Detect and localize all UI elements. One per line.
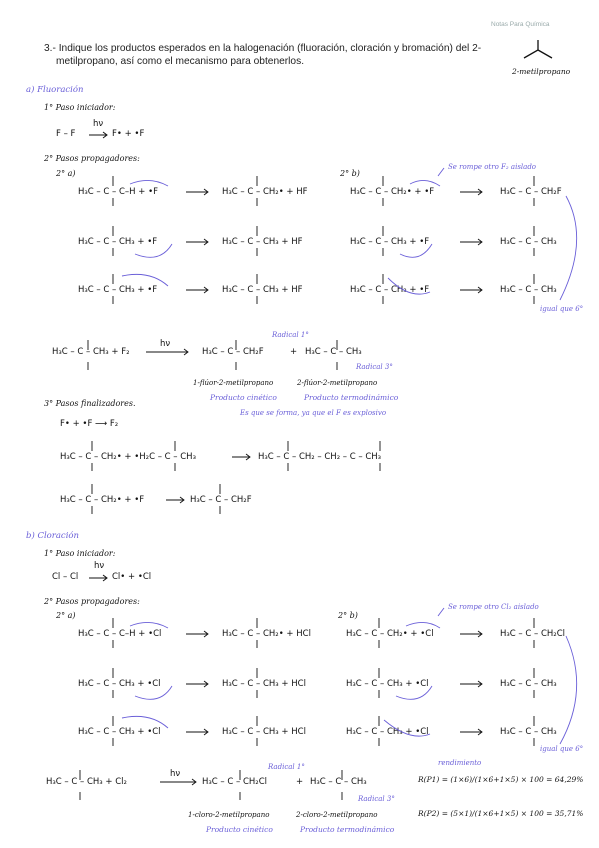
cloro-r1: R(P1) = (1×6)/(1×6+1×5) × 100 = 64,29%	[418, 775, 584, 784]
fluor-a-label: 2° a)	[56, 169, 76, 178]
cloro-rx-a2-left: H₃C – C – CH₃ + •Cl	[78, 679, 161, 689]
arrow-icon	[89, 131, 108, 139]
fluor-radical3: Radical 3°	[356, 363, 393, 371]
cloro-rx-b1-right: H₃C – C – CH₂Cl	[500, 629, 566, 639]
cloro-rx-b2-right: H₃C – C – CH₃	[500, 679, 557, 689]
cloro-rx-a3-left: H₃C – C – CH₃ + •Cl	[78, 727, 161, 737]
fluor-overall-p1: H₃C – C – CH₂F	[202, 347, 264, 357]
fluor-rx-a3-left: H₃C – C – CH₃ + •F	[78, 285, 158, 295]
cloro-radical1: Radical 1°	[268, 763, 305, 771]
fluor-rx-a3-right: H₃C – C – CH₃ + HF	[222, 285, 303, 295]
question-line-1: 3.- Indique los productos esperados en l…	[44, 43, 482, 54]
fluor-init-left: F – F	[56, 129, 76, 139]
cloro-rx-a2-right: H₃C – C – CH₃ + HCl	[222, 679, 306, 689]
cloro-r2: R(P2) = (5×1)/(1×6+1×5) × 100 = 35,71%	[418, 809, 584, 818]
question-line-2: metilpropano, así como el mecanismo para…	[56, 56, 305, 67]
cloro-rendimiento: rendimiento	[438, 759, 482, 767]
cloro-note-break: Se rompe otro Cl₂ aislado	[448, 603, 539, 611]
fluor-rx-b3-left: H₃C – C – CH₃ + •F	[350, 285, 430, 295]
cloro-b-label: 2° b)	[338, 611, 358, 620]
cloro-overall-hv: hν	[170, 769, 181, 779]
fluor-term1: F• + •F ⟶ F₂	[60, 419, 119, 429]
cloro-plus: +	[296, 777, 304, 787]
fluor-rx-b2-left: H₃C – C – CH₃ + •F	[350, 237, 430, 247]
fluor-overall-p2: H₃C – C – CH₃	[305, 347, 362, 357]
fluor-b-label: 2° b)	[340, 169, 360, 178]
fluor-rx-a1-right: H₃C – C – CH₂• + HF	[222, 187, 308, 197]
fluor-overall-left: H₃C – C – CH₃ + F₂	[52, 347, 130, 357]
cloro-kinetic: Producto cinético	[206, 825, 273, 834]
fluor-rx-b1-left: H₃C – C – CH₂• + •F	[350, 187, 435, 197]
cloro-a-label: 2° a)	[56, 611, 76, 620]
cloro-rx-b1-left: H₃C – C – CH₂• + •Cl	[346, 629, 434, 639]
cloro-init-left: Cl – Cl	[52, 572, 79, 582]
cloro-init-right: Cl• + •Cl	[112, 572, 152, 582]
cloro-prod1-name: 1-cloro-2-metilpropano	[188, 811, 270, 819]
cloro-rx-a1-right: H₃C – C – CH₂• + HCl	[222, 629, 311, 639]
cloro-overall-p1: H₃C – C – CH₂Cl	[202, 777, 268, 787]
cloro-igual-note: igual que 6°	[540, 745, 584, 753]
fluor-init-right: F• + •F	[112, 129, 145, 139]
fluor-rx-b3-right: H₃C – C – CH₃	[500, 285, 557, 295]
fluor-rx-a2-right: H₃C – C – CH₃ + HF	[222, 237, 303, 247]
fluor-term2-left: H₃C – C – CH₂• + •H₂C – C – CH₃	[60, 452, 196, 462]
molecule-label: 2-metilpropano	[512, 67, 571, 76]
fluor-step3-title: 3° Pasos finalizadores.	[44, 399, 136, 408]
cloro-prod2-name: 2-cloro-2-metilpropano	[296, 811, 378, 819]
cloro-rx-b3-right: H₃C – C – CH₃	[500, 727, 557, 737]
cloro-rx-b3-left: H₃C – C – CH₃ + •Cl	[346, 727, 429, 737]
section-fluoracion: a) Fluoración	[26, 85, 84, 95]
fluor-note-break: Se rompe otro F₂ aislado	[448, 163, 537, 171]
cloro-step1-title: 1° Paso iniciador:	[44, 549, 116, 558]
fluor-plus: +	[290, 347, 298, 357]
fluor-term3-left: H₃C – C – CH₂• + •F	[60, 495, 145, 505]
fluor-radical1: Radical 1°	[272, 331, 309, 339]
cloro-rx-a3-right: H₃C – C – CH₃ + HCl	[222, 727, 306, 737]
fluor-kinetic: Producto cinético	[210, 393, 277, 402]
fluor-explanation: Es que se forma, ya que el F es explosiv…	[240, 409, 387, 417]
cloro-overall-p2: H₃C – C – CH₃	[310, 777, 367, 787]
fluor-rx-a1-left: H₃C – C – C–H + •F	[78, 187, 158, 197]
fluor-rx-b1-right: H₃C – C – CH₂F	[500, 187, 562, 197]
section-cloracion: b) Cloración	[26, 531, 80, 541]
cloro-step2-title: 2° Pasos propagadores:	[44, 597, 140, 606]
fluor-rx-a2-left: H₃C – C – CH₃ + •F	[78, 237, 158, 247]
fluor-igual-note: igual que 6°	[540, 305, 584, 313]
skeletal-structure-icon	[523, 40, 553, 59]
fluor-init-hv: hν	[93, 119, 104, 129]
fluor-prod1-name: 1-flúor-2-metilpropano	[193, 379, 274, 387]
fluor-rx-b2-right: H₃C – C – CH₃	[500, 237, 557, 247]
cloro-rx-a1-left: H₃C – C – C–H + •Cl	[78, 629, 162, 639]
fluor-term2-right: H₃C – C – CH₂ – CH₂ – C – CH₃	[258, 452, 382, 462]
fluor-overall-hv: hν	[160, 339, 171, 349]
fluor-step2-title: 2° Pasos propagadores:	[44, 154, 140, 163]
cloro-overall-left: H₃C – C – CH₃ + Cl₂	[46, 777, 127, 787]
cloro-init-hv: hν	[94, 561, 105, 571]
brand-watermark: Notas Para Química	[491, 21, 550, 28]
arrow-icon	[89, 574, 108, 582]
fluor-prod2-name: 2-flúor-2-metilpropano	[297, 379, 378, 387]
cloro-radical3: Radical 3°	[358, 795, 395, 803]
cloro-rx-b2-left: H₃C – C – CH₃ + •Cl	[346, 679, 429, 689]
fluor-termo: Producto termodinámico	[304, 393, 399, 402]
fluor-term3-right: H₃C – C – CH₂F	[190, 495, 252, 505]
fluor-step1-title: 1° Paso iniciador:	[44, 103, 116, 112]
cloro-termo: Producto termodinámico	[300, 825, 395, 834]
